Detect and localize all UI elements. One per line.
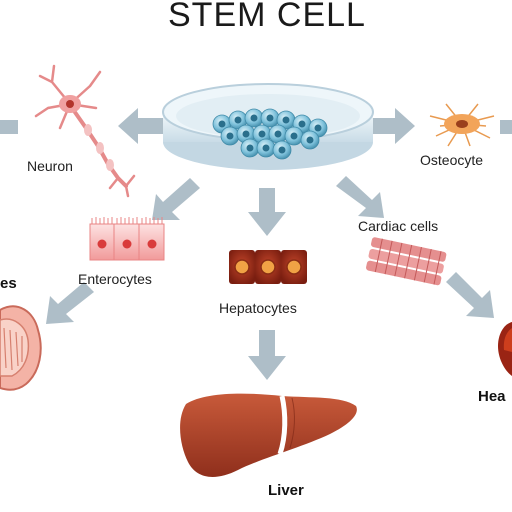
stem-cell-nucleus — [290, 132, 298, 140]
stem-cell-nucleus — [266, 114, 274, 122]
stem-cell-nucleus — [282, 116, 290, 124]
arrow-to-heart — [446, 272, 494, 318]
arrow-to-neuron — [118, 108, 165, 144]
liver-illustration — [180, 393, 357, 477]
stem-cell-nucleus — [258, 130, 266, 138]
stem-cell-nucleus — [246, 144, 254, 152]
stem-cell-nucleus — [306, 136, 314, 144]
label-neuron: Neuron — [27, 158, 73, 174]
arrow-left-edge — [0, 120, 18, 134]
arrow-to-hepatocytes — [248, 188, 286, 236]
arrow-right-edge — [500, 120, 512, 134]
label-intestines-partial: es — [0, 275, 17, 292]
arrows — [0, 108, 512, 380]
label-heart-partial: Hea — [478, 388, 506, 405]
osteocyte-illustration — [429, 103, 495, 147]
arrow-to-cardiac — [336, 176, 384, 218]
stem-cell-nucleus — [250, 114, 258, 122]
stem-cell-cluster — [212, 108, 328, 160]
neuron-body — [59, 95, 114, 171]
stem-cell-nucleus — [262, 144, 270, 152]
stem-cell-nucleus — [278, 146, 286, 154]
stem-cell-nucleus — [226, 132, 234, 140]
cardiac-cells-illustration — [366, 237, 447, 286]
stem-cell-nucleus — [298, 120, 306, 128]
label-cardiac-cells: Cardiac cells — [358, 218, 439, 234]
stem-cell-nucleus — [218, 120, 226, 128]
stem-cell-nucleus — [274, 130, 282, 138]
stem-cell-nucleus — [242, 130, 250, 138]
stem-cell-nucleus — [314, 124, 322, 132]
diagram-title: STEM CELL — [168, 0, 366, 34]
label-enterocytes: Enterocytes — [78, 271, 152, 287]
arrow-to-enterocytes — [152, 178, 200, 220]
label-osteocyte: Osteocyte — [420, 152, 484, 168]
label-liver: Liver — [268, 482, 304, 499]
stem-cell-nucleus — [234, 116, 242, 124]
hepatocytes-illustration — [229, 250, 307, 284]
arrow-to-liver — [248, 330, 286, 380]
label-hepatocytes: Hepatocytes — [219, 300, 297, 316]
intestine-illustration — [0, 305, 42, 391]
neuron-illustration — [34, 64, 136, 198]
arrow-to-intestine — [46, 282, 94, 324]
enterocytes-illustration — [89, 217, 165, 261]
heart-illustration — [498, 322, 512, 376]
arrow-to-osteocyte — [372, 108, 415, 144]
